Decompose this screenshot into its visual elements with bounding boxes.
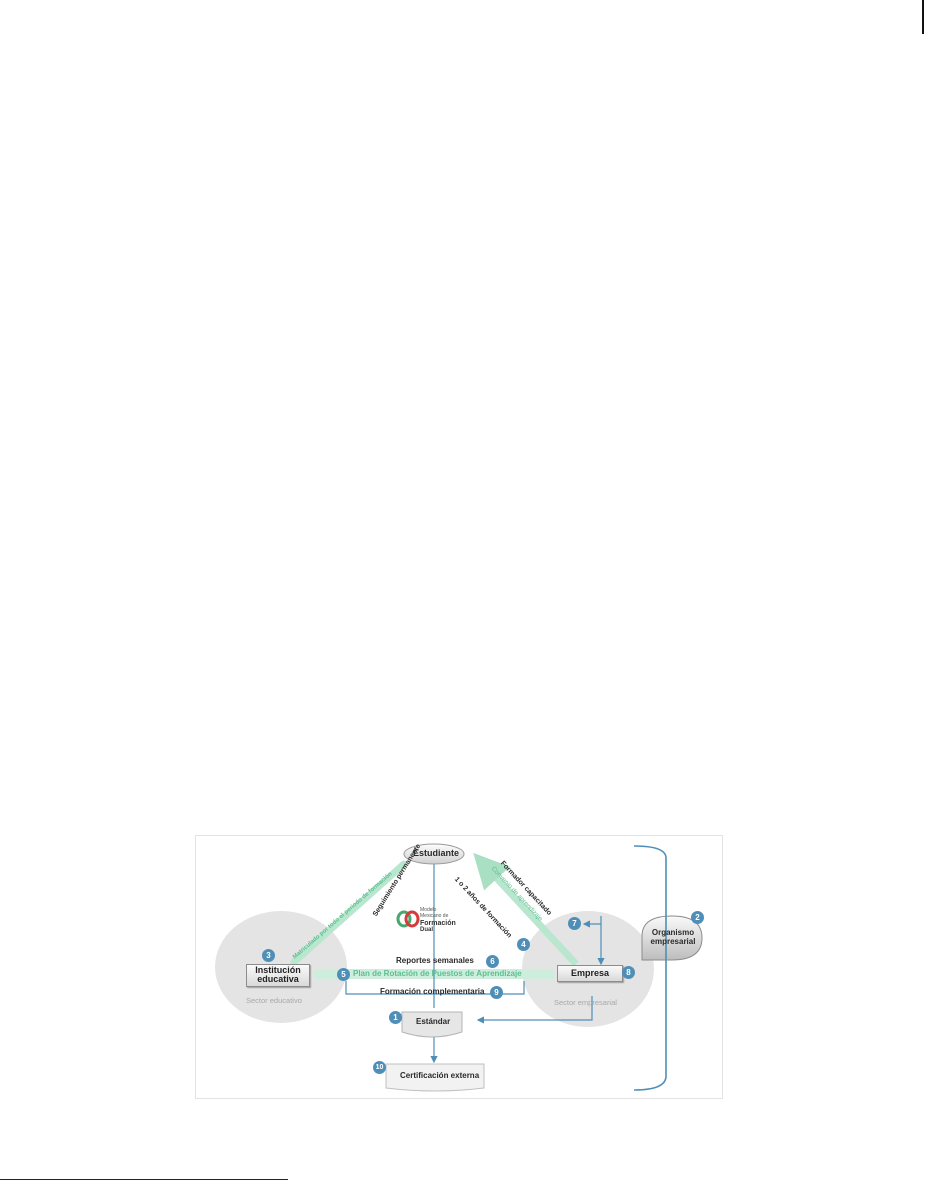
rotation-plan-label: Plan de Rotación de Puestos de Aprendiza…: [353, 969, 522, 978]
logo-line-1: Modelo: [420, 907, 437, 913]
badge-10: 10: [373, 1061, 386, 1074]
badge-8: 8: [622, 966, 635, 979]
logo-line-3: Formación: [420, 920, 456, 927]
company-to-standard-arrow: [476, 996, 593, 1024]
dual-training-diagram: Estudiante Institución educativa Empresa…: [195, 835, 723, 1099]
reports-label: Reportes semanales: [396, 956, 474, 965]
student-node-shape: [403, 843, 465, 865]
badge-7: 7: [568, 917, 581, 930]
badge-2: 2: [691, 911, 704, 924]
standard-label: Estándar: [416, 1017, 451, 1026]
badge-5: 5: [337, 968, 350, 981]
bracket-loop: [345, 981, 525, 995]
certification-node-shape: [385, 1063, 485, 1092]
logo-line-2: Mexicano de: [420, 913, 449, 919]
diagram-shapes: [215, 843, 703, 1092]
organism-bracket: [633, 845, 667, 1091]
education-sector-label: Sector educativo: [246, 996, 302, 1005]
certification-label: Certificación externa: [400, 1071, 480, 1080]
footnote-separator: [0, 1179, 288, 1180]
badge-1: 1: [389, 1011, 402, 1024]
institution-node: Institución educativa: [246, 964, 310, 987]
organism-node-shape: [641, 915, 703, 961]
agreement-flow: [473, 852, 579, 967]
badge-3: 3: [262, 949, 275, 962]
badge-9: 9: [490, 986, 503, 999]
badge-6: 6: [486, 955, 499, 968]
company-node: Empresa: [557, 965, 623, 982]
badge-4: 4: [517, 938, 530, 951]
standard-node-shape: [401, 1011, 463, 1038]
complementary-label: Formación complementaria: [380, 987, 485, 996]
business-sector-label: Sector empresarial: [554, 998, 617, 1007]
logo-line-4: Dual: [420, 927, 434, 933]
enrolled-flow: [290, 860, 408, 966]
page-edge-marker: [922, 0, 924, 34]
student-label: Estudiante: [413, 848, 460, 858]
dual-model-logo-rings: [396, 910, 420, 928]
organism-label: Organismo empresarial: [650, 928, 696, 946]
